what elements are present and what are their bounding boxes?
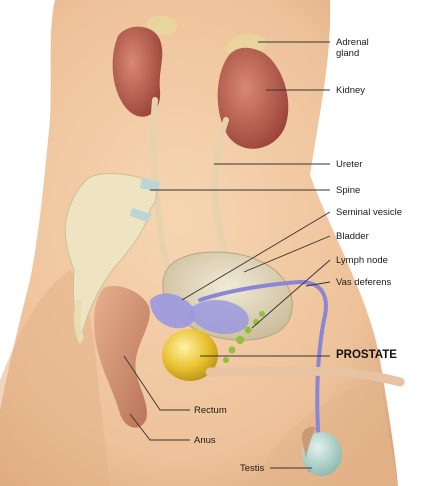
label-kidney: Kidney bbox=[336, 85, 365, 96]
label-testis: Testis bbox=[240, 463, 264, 474]
lymph-node bbox=[259, 311, 265, 317]
label-lymph-node: Lymph node bbox=[336, 255, 388, 266]
label-spine: Spine bbox=[336, 185, 360, 196]
label-vas-deferens: Vas deferens bbox=[336, 277, 391, 288]
label-anus: Anus bbox=[194, 435, 216, 446]
lymph-node bbox=[229, 347, 236, 354]
label-adrenal-gland: Adrenal gland bbox=[336, 37, 369, 59]
lymph-node bbox=[223, 357, 229, 363]
lymph-node bbox=[245, 327, 252, 334]
lymph-node bbox=[236, 336, 244, 344]
label-rectum: Rectum bbox=[194, 405, 227, 416]
label-prostate: PROSTATE bbox=[336, 350, 397, 361]
label-bladder: Bladder bbox=[336, 231, 369, 242]
label-ureter: Ureter bbox=[336, 159, 362, 170]
label-seminal-vesicle: Seminal vesicle bbox=[336, 207, 402, 218]
